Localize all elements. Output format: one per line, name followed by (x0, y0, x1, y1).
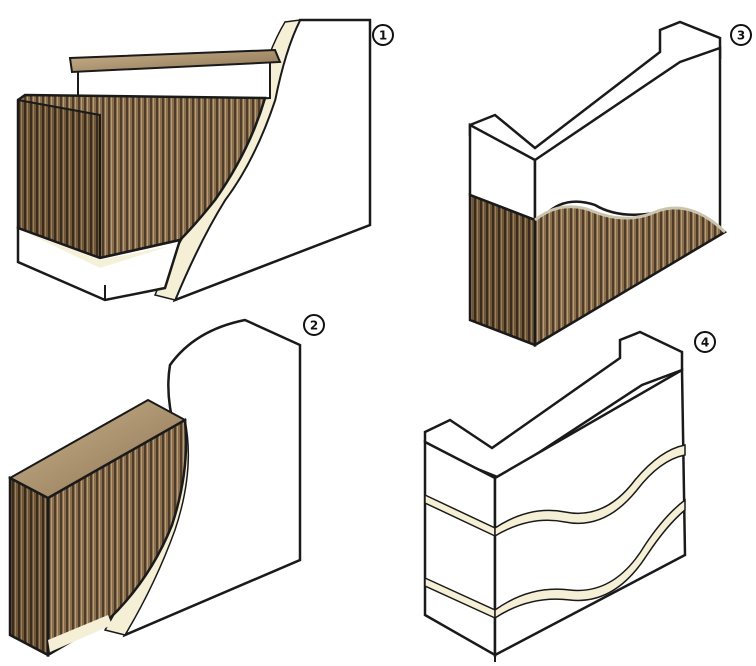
sketch-4-band-right-lower (494, 498, 686, 620)
sketch-4-left-face (423, 439, 497, 658)
sketch-2-block-side (46, 417, 188, 658)
label-2: 2 (303, 314, 325, 336)
svg-text:2: 2 (310, 319, 318, 333)
sketch-1-counter-top (68, 48, 282, 74)
sketch-4-band-right-upper (494, 444, 686, 538)
label-3: 3 (730, 24, 752, 46)
sketch-2-block-front (8, 475, 50, 658)
sketch-2: 2 (7, 314, 325, 658)
label-1: 1 (372, 24, 394, 46)
svg-text:1: 1 (379, 29, 387, 43)
svg-text:3: 3 (737, 29, 745, 43)
sketch-1-base-glow (25, 232, 170, 268)
sketch-1: 1 (16, 18, 394, 303)
sketch-3: 3 (468, 20, 752, 348)
sketch-3-slats-right (533, 205, 728, 348)
sketch-3-slats-left (468, 193, 537, 347)
sketch-4: 4 (423, 330, 716, 662)
svg-text:4: 4 (701, 336, 709, 350)
label-4: 4 (694, 331, 716, 353)
